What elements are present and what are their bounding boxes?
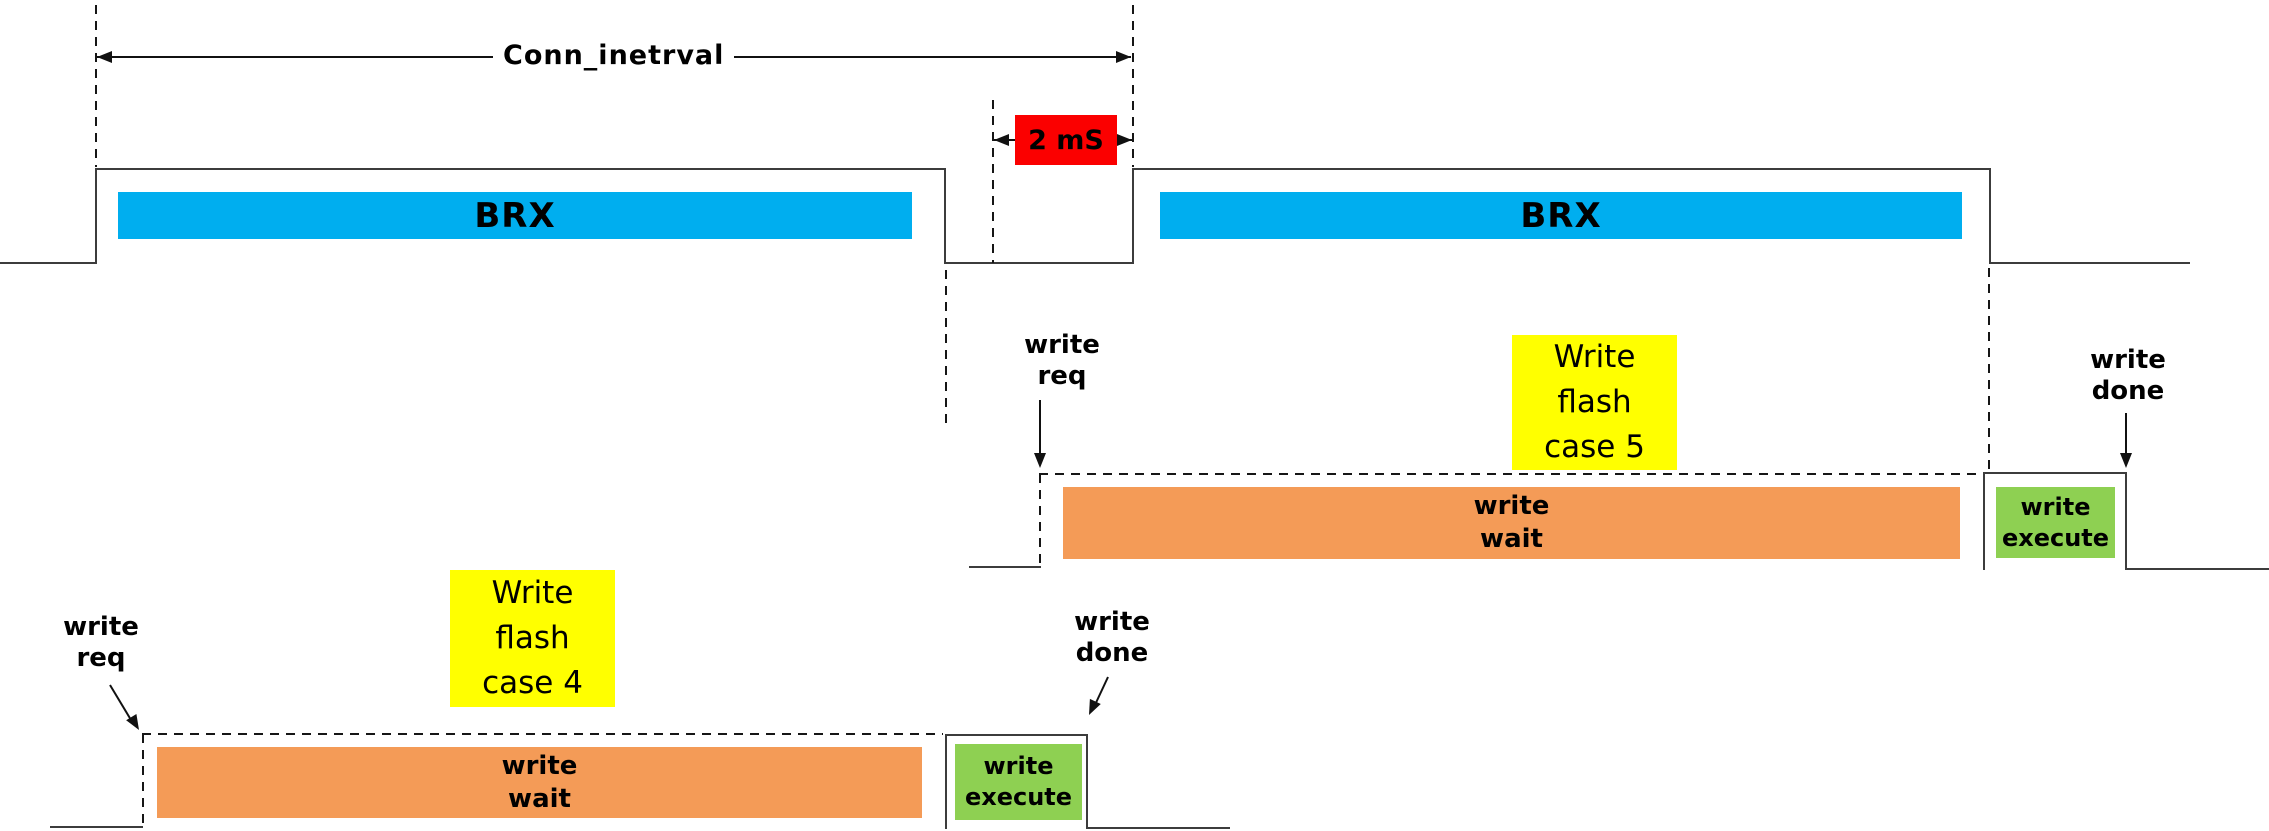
gap-arrowhead-right: [1117, 134, 1132, 146]
case5-write-execute-box: write execute: [1996, 487, 2115, 558]
dashed-line-below-pulse1: [945, 270, 947, 423]
conn-interval-arrowhead-right: [1116, 51, 1131, 63]
case5-write-wait-line2: wait: [1480, 524, 1543, 554]
dashed-line-interval-start: [95, 5, 97, 167]
case4-write-done-line1: write: [1074, 607, 1150, 637]
case5-baseline-left: [969, 566, 1041, 568]
case4-write-done-line2: done: [1075, 638, 1149, 668]
case5-execute-left-edge: [1983, 473, 1985, 570]
case4-falling-edge: [1086, 734, 1088, 829]
case4-title-line3: case 4: [482, 665, 583, 701]
case4-write-execute-line1: write: [983, 752, 1054, 780]
waveform-rising-edge-2: [1132, 168, 1134, 264]
case5-dashed-rise: [1039, 474, 1041, 566]
waveform-low-gap: [944, 262, 1134, 264]
case4-write-req-label: write req: [46, 612, 156, 674]
case4-write-done-arrowhead: [1083, 698, 1101, 718]
case4-write-wait-bar: write wait: [157, 747, 922, 818]
case5-write-done-line1: write: [2090, 345, 2166, 375]
case5-write-req-label: write req: [1007, 330, 1117, 392]
case5-write-wait-bar: write wait: [1063, 487, 1960, 559]
case5-dashed-top: [1039, 473, 1979, 475]
waveform-high-2: [1132, 168, 1991, 170]
case5-title-line3: case 5: [1544, 429, 1645, 465]
waveform-falling-edge-2: [1989, 168, 1991, 264]
case5-write-done-arrow-line: [2125, 413, 2127, 455]
case4-title-line1: Write: [491, 575, 574, 611]
case4-write-req-arrow-line: [109, 684, 132, 720]
case5-write-req-arrow-line: [1039, 400, 1041, 455]
case5-write-execute-line1: write: [2020, 492, 2091, 521]
brx-label-1: BRX: [474, 195, 556, 236]
case4-title-line2: flash: [495, 620, 570, 656]
gap-arrow-line-left: [994, 139, 1016, 141]
case5-write-req-line1: write: [1024, 330, 1100, 360]
case4-baseline-right: [1086, 827, 1230, 829]
waveform-baseline-left: [0, 262, 97, 264]
case4-write-wait-line1: write: [501, 750, 578, 781]
case4-write-execute-box: write execute: [955, 744, 1082, 820]
case5-write-done-line2: done: [2091, 376, 2165, 406]
conn-interval-arrowhead-left: [97, 51, 112, 63]
case4-dashed-rise: [142, 734, 144, 826]
case4-title-box: Write flash case 4: [450, 570, 615, 707]
case5-title-line2: flash: [1557, 384, 1632, 420]
case5-write-req-line2: req: [1037, 361, 1087, 391]
case5-falling-edge: [2125, 472, 2127, 570]
case5-write-execute-line2: execute: [2001, 523, 2110, 552]
case5-execute-top: [1983, 472, 2127, 474]
waveform-falling-edge-1: [944, 168, 946, 264]
case4-execute-top: [945, 734, 1088, 736]
gap-2ms-label: 2 mS: [1028, 124, 1104, 156]
gap-arrowhead-left: [994, 134, 1009, 146]
dashed-line-below-pulse2: [1988, 268, 1990, 473]
dashed-line-interval-end: [1132, 5, 1134, 167]
waveform-rising-edge-1: [95, 168, 97, 264]
waveform-high-1: [95, 168, 946, 170]
case5-write-wait-line1: write: [1473, 491, 1550, 521]
brx-bar-2: BRX: [1160, 192, 1962, 239]
waveform-baseline-right: [1989, 262, 2190, 264]
case5-title-line1: Write: [1553, 339, 1636, 375]
case5-baseline-right: [2125, 568, 2269, 570]
case4-write-req-line1: write: [63, 612, 139, 642]
conn-interval-label: Conn_inetrval: [493, 40, 735, 71]
case5-title-box: Write flash case 5: [1512, 335, 1677, 470]
brx-label-2: BRX: [1520, 195, 1602, 236]
case4-write-done-label: write done: [1057, 607, 1167, 669]
case4-execute-left-edge: [945, 734, 947, 829]
case4-dashed-top: [142, 733, 943, 735]
case4-write-execute-line2: execute: [964, 783, 1073, 811]
case5-write-req-arrowhead: [1034, 453, 1046, 468]
brx-bar-1: BRX: [118, 192, 912, 239]
case5-write-done-label: write done: [2073, 345, 2183, 407]
gap-2ms-box: 2 mS: [1015, 115, 1117, 165]
dashed-line-gap-start: [992, 100, 994, 263]
case4-baseline-left: [50, 826, 143, 828]
case4-write-req-line2: req: [76, 643, 126, 673]
case4-write-wait-line2: wait: [508, 783, 571, 814]
case5-write-done-arrowhead: [2120, 453, 2132, 468]
